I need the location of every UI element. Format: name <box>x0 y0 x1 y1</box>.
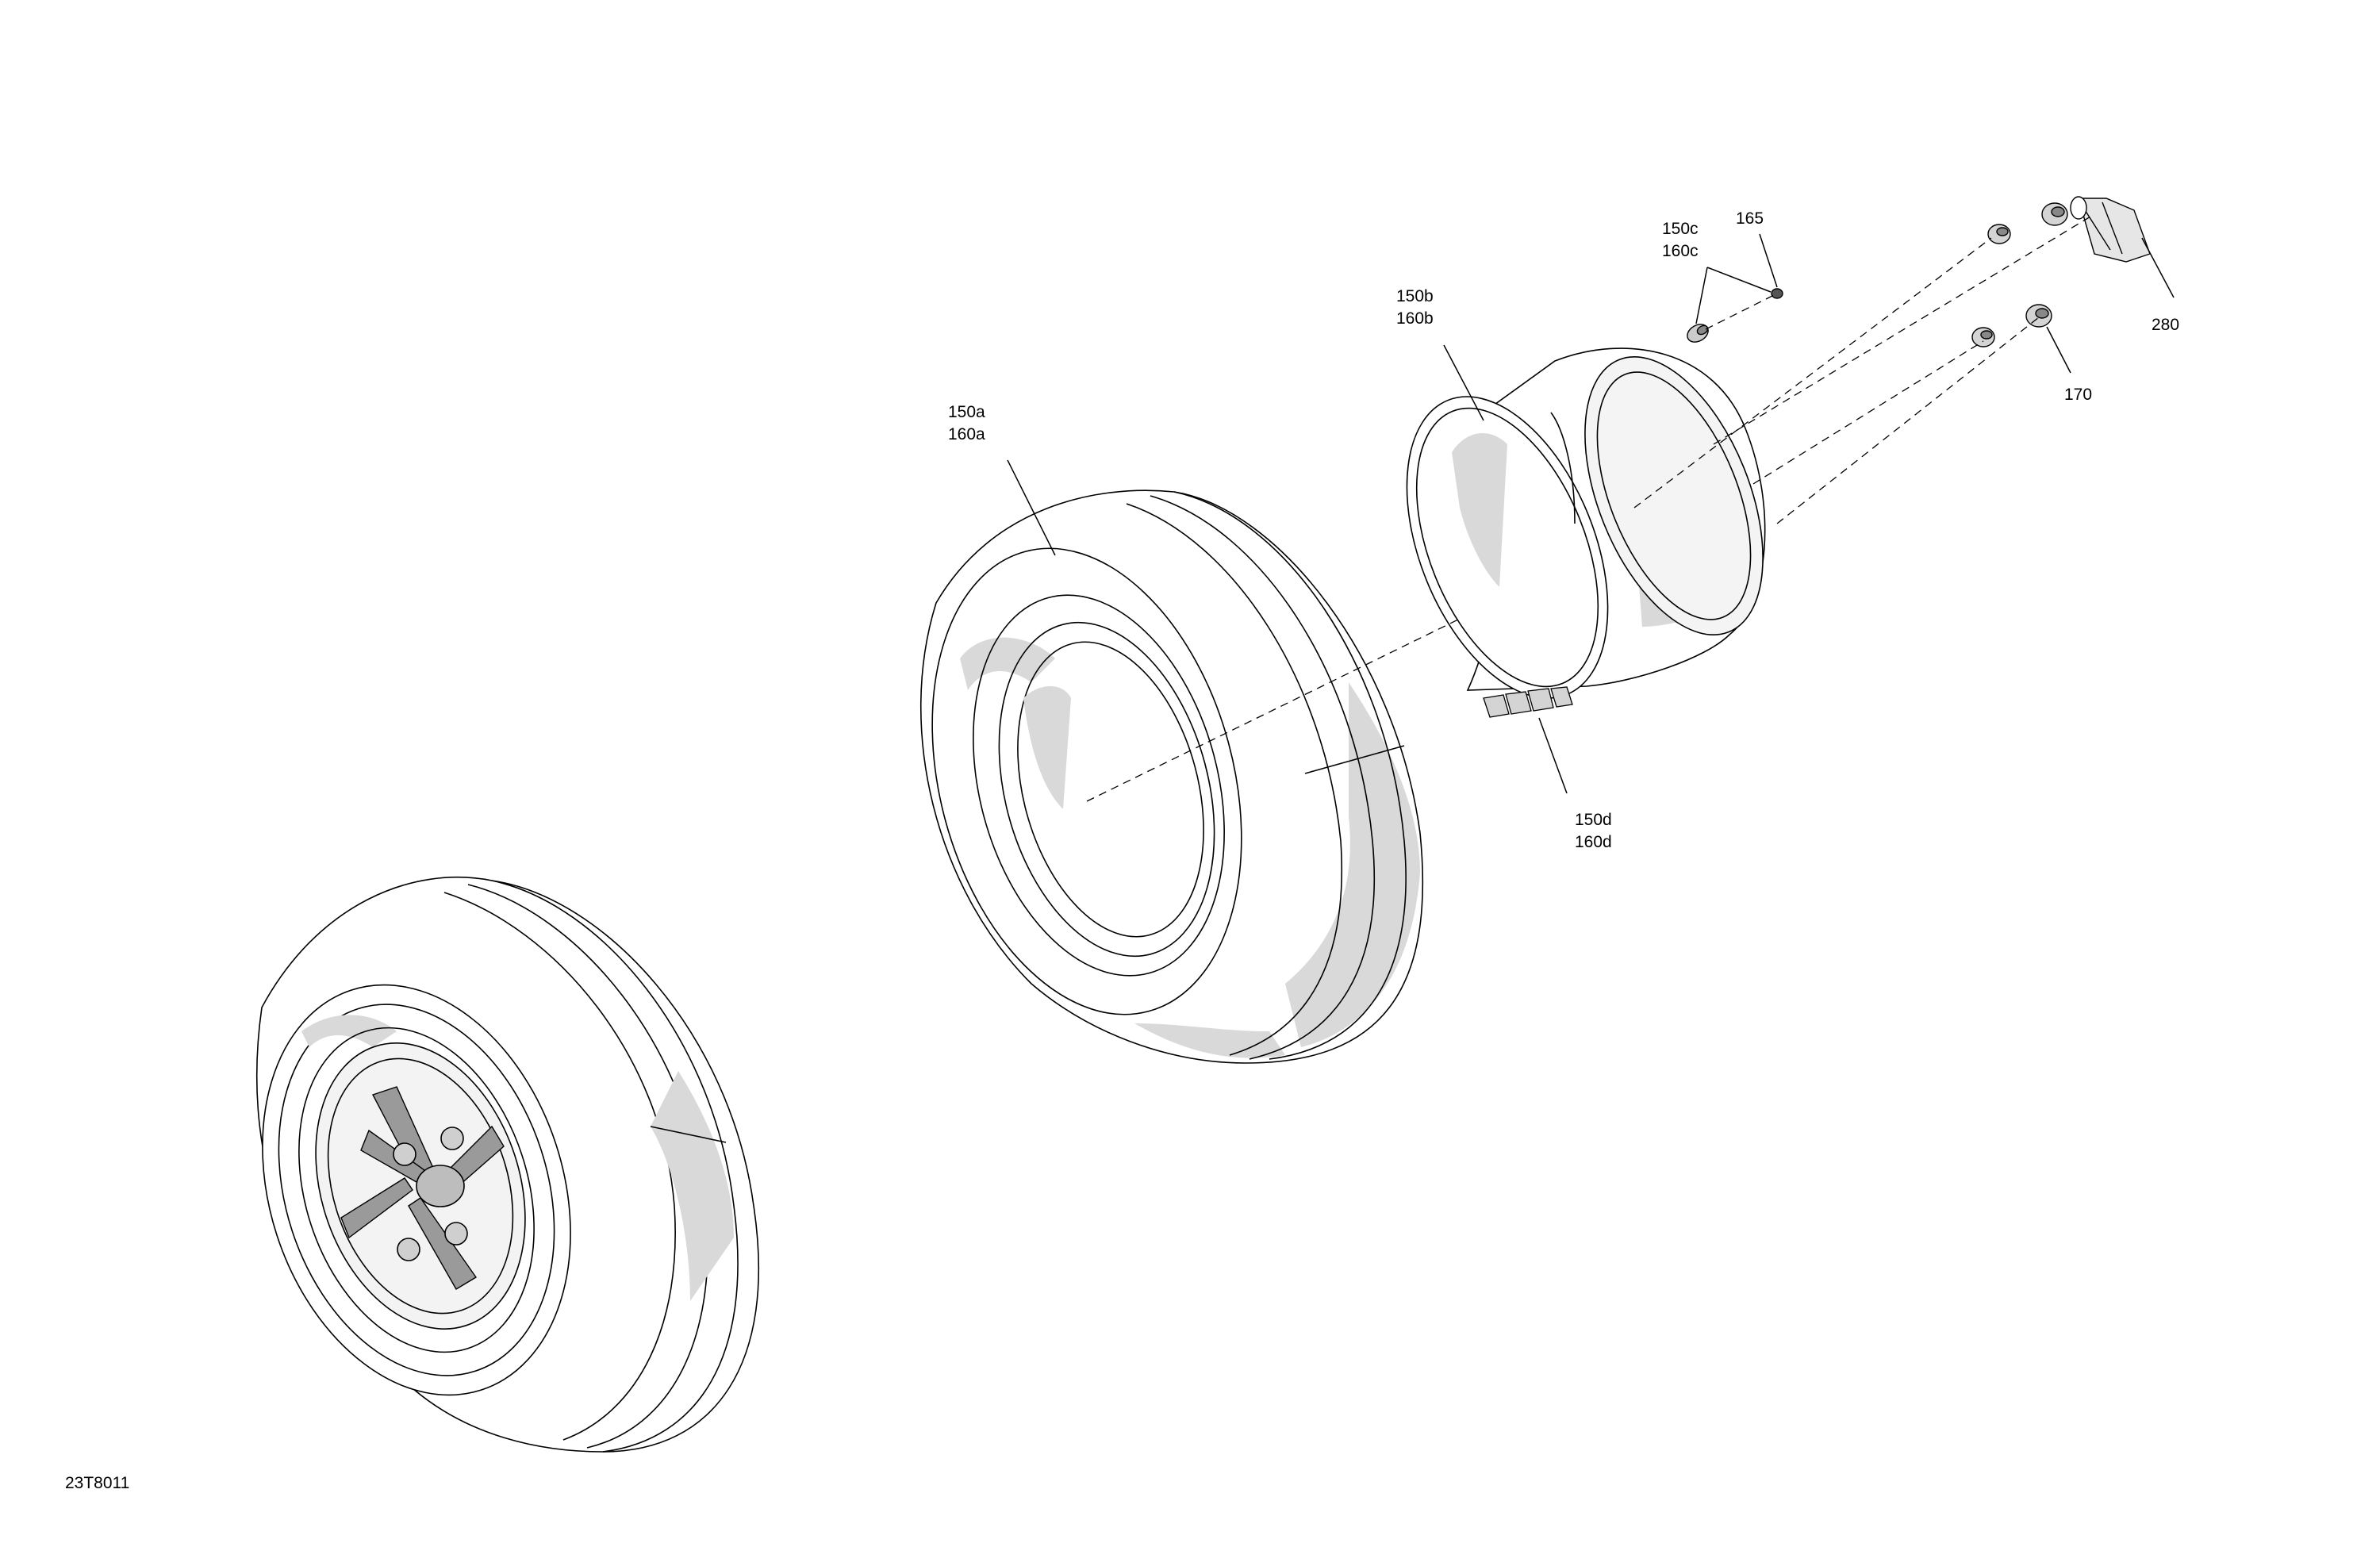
leader-tire <box>1007 459 1056 556</box>
exploded-tire <box>919 489 1424 1064</box>
tire-sidewall-shade <box>960 637 1055 690</box>
callout-cap-label: 280 <box>2152 316 2180 334</box>
callout-cap: 280 <box>2152 314 2179 336</box>
callout-rim: 150b 160b <box>1396 286 1434 330</box>
assembled-tread-shade <box>651 1071 734 1301</box>
leader-rim <box>1443 344 1484 421</box>
assembled-hub-cap <box>416 1165 465 1207</box>
leader-valve-cap-top <box>1759 233 1778 288</box>
tire-inner-shade <box>1023 686 1071 809</box>
drawing-id-label: 23T8011 <box>65 1474 130 1492</box>
callout-tire: 150a 160a <box>948 401 985 446</box>
valve-cap <box>1771 288 1783 299</box>
callout-valve-cap-label: 165 <box>1736 209 1764 228</box>
callout-weights-line1: 150d <box>1575 811 1612 829</box>
assembled-wheel <box>256 876 760 1453</box>
callout-valve: 150c 160c <box>1662 218 1699 263</box>
callout-weights-line2: 160d <box>1575 833 1612 851</box>
leader-weights <box>1538 717 1568 794</box>
leader-valve-cap <box>1706 267 1772 293</box>
leader-cap <box>2141 237 2175 298</box>
callout-nut: 170 <box>2064 384 2092 406</box>
callout-rim-line1: 150b <box>1396 287 1434 305</box>
valve-stem <box>1687 324 1709 343</box>
assembled-sidewall-shade <box>301 1015 397 1047</box>
tire-tread-shade <box>1285 682 1420 1047</box>
callout-nut-label: 170 <box>2064 386 2093 404</box>
callout-tire-line2: 160a <box>948 425 985 443</box>
lug-nuts <box>1971 202 2068 347</box>
alignment-dashed-lines <box>1086 213 2095 802</box>
leader-lines <box>1007 233 2175 794</box>
balance-weights <box>1483 686 1573 718</box>
callout-valve-line2: 160c <box>1662 242 1699 260</box>
assembled-rim-spokes <box>340 1086 505 1290</box>
callout-valve-line1: 150c <box>1662 220 1699 238</box>
rim-lip-shade <box>1452 433 1507 587</box>
leader-nut <box>2046 326 2071 374</box>
callout-valve-cap: 165 <box>1736 208 1764 230</box>
hub-cap <box>2070 196 2151 263</box>
callout-weights: 150d 160d <box>1575 809 1612 854</box>
callout-tire-line1: 150a <box>948 403 985 421</box>
callout-rim-line2: 160b <box>1396 309 1434 328</box>
leader-valve <box>1695 267 1708 324</box>
exploded-rim <box>1406 347 1766 699</box>
